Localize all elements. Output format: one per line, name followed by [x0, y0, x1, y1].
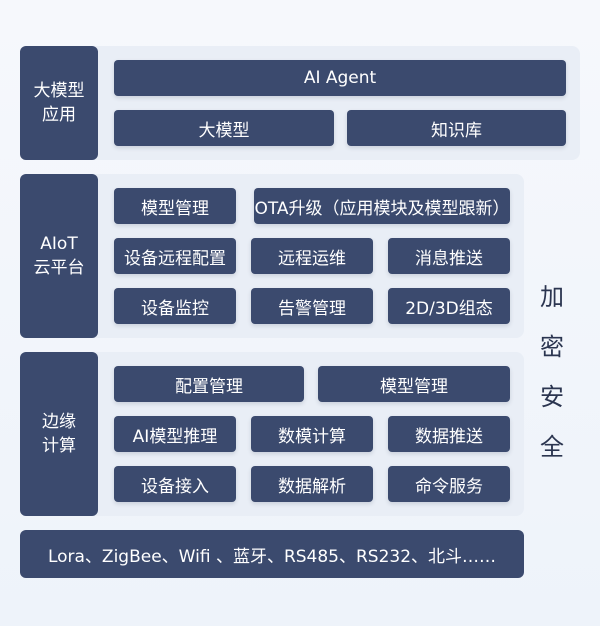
data-push-box: 数据推送 — [388, 416, 510, 452]
device-monitoring-box: 设备监控 — [114, 288, 236, 324]
llm-application-layer: 大模型 应用 AI Agent 大模型 知识库 — [20, 46, 580, 160]
knowledge-base-box: 知识库 — [347, 110, 566, 146]
llm-application-label: 大模型 应用 — [20, 46, 98, 160]
security-char-2: 密 — [540, 333, 564, 361]
device-access-box: 设备接入 — [114, 466, 236, 502]
llm-application-label-line-1: 大模型 — [33, 81, 85, 101]
edge-computing-label-line-2: 计算 — [42, 436, 76, 456]
configuration-2d3d-box: 2D/3D组态 — [388, 288, 510, 324]
ai-agent-box: AI Agent — [114, 60, 566, 96]
llm-box: 大模型 — [114, 110, 334, 146]
aiot-platform-label: AIoT 云平台 — [20, 174, 98, 338]
data-parsing-box: 数据解析 — [251, 466, 373, 502]
ai-model-inference-box: AI模型推理 — [114, 416, 236, 452]
edge-computing-label: 边缘 计算 — [20, 352, 98, 516]
edge-computing-label-line-1: 边缘 — [42, 412, 76, 432]
aiot-platform-label-line-2: 云平台 — [33, 258, 85, 278]
data-model-compute-box: 数模计算 — [251, 416, 373, 452]
config-management-box: 配置管理 — [114, 366, 304, 402]
security-char-3: 安 — [540, 383, 564, 411]
protocols-bar: Lora、ZigBee、Wifi 、蓝牙、RS485、RS232、北斗…… — [20, 530, 524, 578]
security-char-1: 加 — [540, 283, 564, 311]
aiot-platform-label-line-1: AIoT — [40, 234, 78, 254]
message-push-box: 消息推送 — [388, 238, 510, 274]
remote-ops-box: 远程运维 — [251, 238, 373, 274]
aiot-platform-layer: AIoT 云平台 模型管理 OTA升级（应用模块及模型跟新） 设备远程配置 远程… — [20, 174, 524, 338]
remote-config-box: 设备远程配置 — [114, 238, 236, 274]
edge-model-management-box: 模型管理 — [318, 366, 510, 402]
security-char-4: 全 — [540, 433, 564, 461]
llm-application-label-line-2: 应用 — [42, 105, 76, 125]
command-service-box: 命令服务 — [388, 466, 510, 502]
encryption-security-label: 加 密 安 全 — [532, 272, 572, 472]
alarm-management-box: 告警管理 — [251, 288, 373, 324]
edge-computing-layer: 边缘 计算 配置管理 模型管理 AI模型推理 数模计算 数据推送 设备接入 数据… — [20, 352, 524, 516]
ota-upgrade-box: OTA升级（应用模块及模型跟新） — [254, 188, 510, 224]
model-management-box: 模型管理 — [114, 188, 236, 224]
